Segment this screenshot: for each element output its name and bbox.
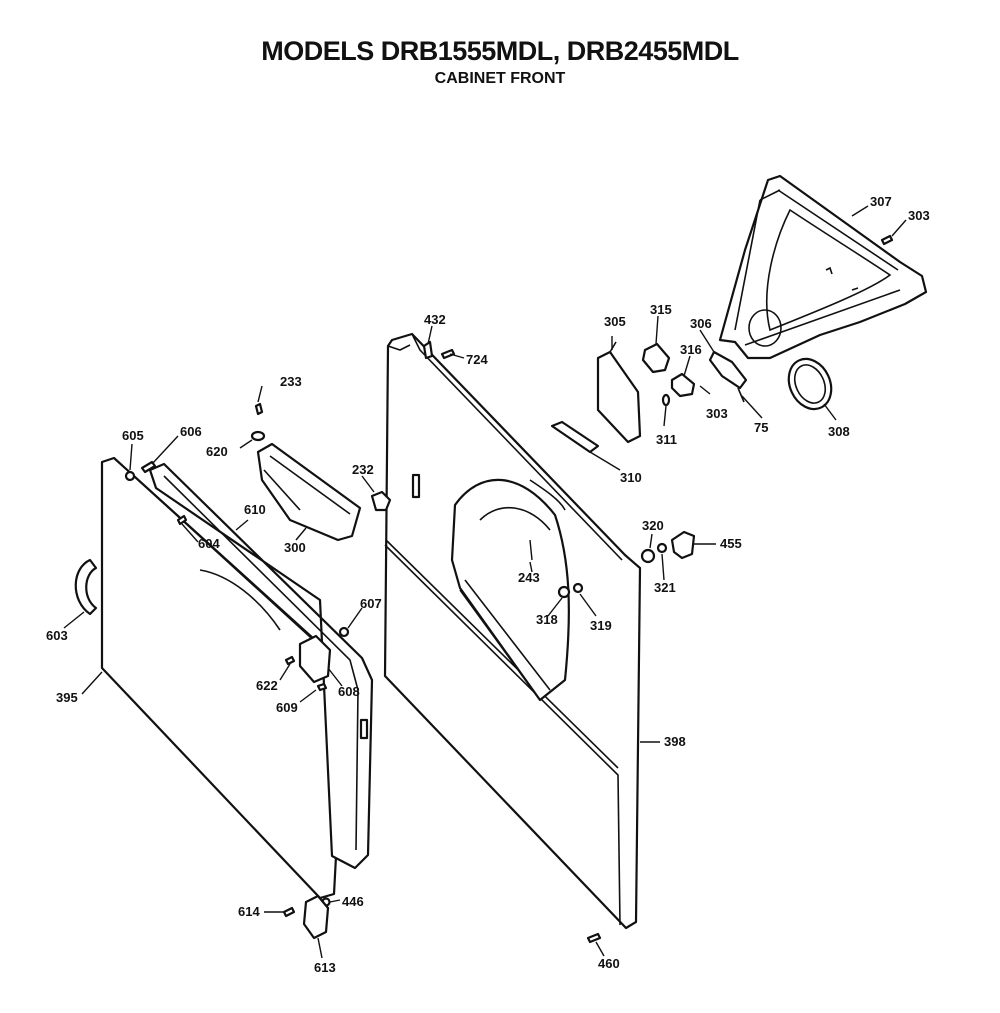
part-608-hinge <box>298 634 332 684</box>
part-605-screw <box>124 470 136 482</box>
part-311-screw <box>661 393 671 407</box>
part-310-plate <box>550 420 600 454</box>
callout-460: 460 <box>598 956 620 971</box>
part-622-screw <box>284 655 296 666</box>
part-305-bracket <box>596 341 642 444</box>
callout-607: 607 <box>360 596 382 611</box>
callout-604: 604 <box>198 536 220 551</box>
callout-243: 243 <box>518 570 540 585</box>
callout-321: 321 <box>654 580 676 595</box>
part-604-screw <box>176 514 188 526</box>
part-318-knob <box>557 585 571 599</box>
callout-232: 232 <box>352 462 374 477</box>
part-609-screw <box>316 682 328 692</box>
part-603-handle <box>74 558 98 616</box>
part-724-screw <box>440 348 456 360</box>
diagram-title: MODELS DRB1555MDL, DRB2455MDL <box>261 36 739 66</box>
part-607-washer <box>338 626 350 638</box>
callout-432: 432 <box>424 312 446 327</box>
callout-310: 310 <box>620 470 642 485</box>
part-455-catch <box>670 530 696 560</box>
callout-305: 305 <box>604 314 626 329</box>
part-395-door-panel <box>100 456 348 900</box>
callout-613: 613 <box>314 960 336 975</box>
callout-320: 320 <box>642 518 664 533</box>
callout-labels: 307 303 432 724 305 315 306 316 303 75 3… <box>46 194 930 975</box>
part-307-front-frame <box>718 174 928 360</box>
part-243-pin <box>529 539 533 561</box>
part-306-bracket <box>708 350 748 403</box>
callout-311: 311 <box>656 432 677 447</box>
part-233-screw <box>254 402 264 416</box>
part-398-cabinet-front <box>383 332 642 930</box>
callout-603: 603 <box>46 628 68 643</box>
part-319-washer <box>572 582 584 594</box>
callout-316: 316 <box>680 342 702 357</box>
callout-609: 609 <box>276 700 298 715</box>
part-303-screw <box>880 234 894 246</box>
callout-303-mid: 303 <box>706 406 728 421</box>
callout-307: 307 <box>870 194 892 209</box>
callout-233: 233 <box>280 374 302 389</box>
part-620-clip <box>250 430 266 442</box>
part-321-screw <box>656 542 668 554</box>
leader-lines <box>63 205 907 959</box>
callout-300: 300 <box>284 540 306 555</box>
part-232-knob <box>370 490 392 512</box>
callout-75: 75 <box>754 420 768 435</box>
callout-308: 308 <box>828 424 850 439</box>
callout-306: 306 <box>690 316 712 331</box>
callout-610: 610 <box>244 502 266 517</box>
callout-608: 608 <box>338 684 360 699</box>
callout-620: 620 <box>206 444 228 459</box>
callout-398: 398 <box>664 734 686 749</box>
part-308-ring <box>787 357 833 411</box>
part-460-screw <box>586 932 602 944</box>
callout-315: 315 <box>650 302 672 317</box>
part-613-hinge <box>302 894 330 940</box>
callout-446: 446 <box>342 894 364 909</box>
part-320-washer <box>640 548 656 564</box>
callout-606: 606 <box>180 424 202 439</box>
part-432-hook <box>422 340 434 360</box>
callout-455: 455 <box>720 536 742 551</box>
callout-395: 395 <box>56 690 78 705</box>
part-606-pin <box>140 460 157 474</box>
part-315-switch <box>641 342 671 374</box>
part-614-screw <box>282 906 296 918</box>
callout-724: 724 <box>466 352 488 367</box>
diagram-subtitle: CABINET FRONT <box>434 70 566 87</box>
callout-319: 319 <box>590 618 612 633</box>
callout-303-top: 303 <box>908 208 930 223</box>
part-300-console <box>256 442 362 542</box>
callout-614: 614 <box>238 904 260 919</box>
callout-622: 622 <box>256 678 278 693</box>
callout-605: 605 <box>122 428 144 443</box>
part-316-switch <box>670 372 696 398</box>
callout-318: 318 <box>536 612 558 627</box>
